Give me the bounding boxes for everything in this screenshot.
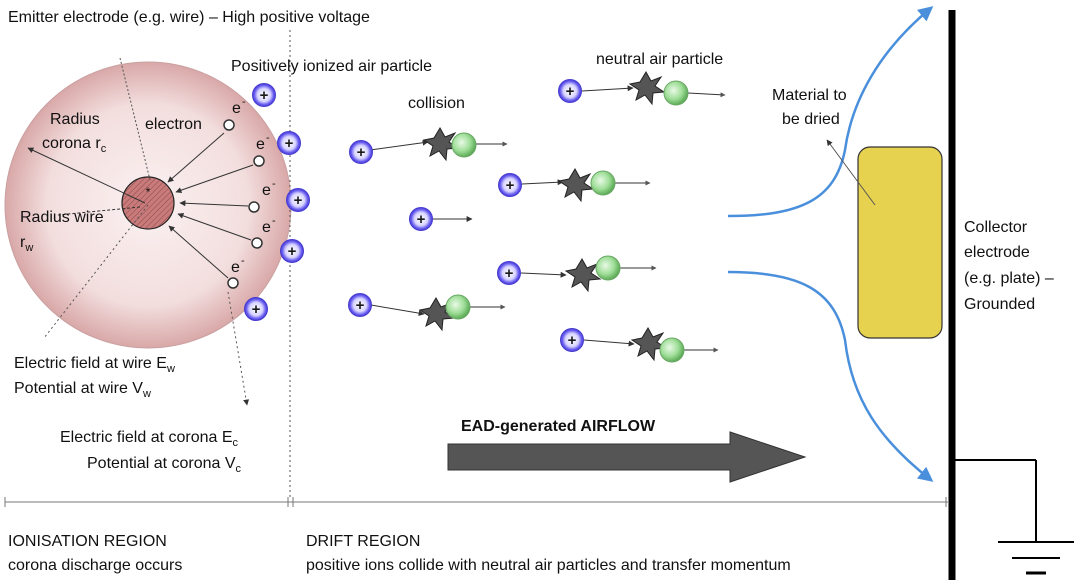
electron-2-symbol: e [256,136,265,153]
ion-2: + [277,131,301,155]
neutral-particle-5 [659,337,685,363]
ionized-particle-label: Positively ionized air particle [231,58,432,75]
electron-1: e - [167,96,246,183]
svg-text:+: + [357,144,366,161]
electron-4-symbol: e [262,219,271,236]
svg-text:+: + [568,332,577,349]
ion-11: + [560,328,584,352]
radius-corona-label-2: corona rc [42,135,107,155]
streamline-lower [727,270,934,482]
emitter-pointer-line [119,57,151,181]
ground-symbol-icon [998,541,1074,575]
electron-5-symbol: e [231,259,240,276]
collision-star-1 [422,127,460,162]
neutral-particle-label: neutral air particle [596,51,723,68]
potential-wire-label: Potential at wire Vw [14,380,151,400]
neutral-particle-6 [663,80,689,106]
ion-6: + [349,140,373,164]
collector-label-1: Collector [964,219,1028,236]
collector-label-3: (e.g. plate) – [964,270,1054,287]
emitter-label: Emitter electrode (e.g. wire) – High pos… [8,9,370,26]
neutral-particle-3 [595,255,621,281]
potential-corona-label: Potential at corona Vc [87,455,242,475]
ion-4: + [280,239,304,263]
collision-stars [418,71,668,362]
material-label-line-2: be dried [782,111,840,128]
material-block [826,139,943,339]
radius-corona-label-1: Radius [50,111,100,128]
field-wire-pointer-line [43,204,149,339]
electron-3-sup: - [272,178,276,190]
svg-text:+: + [506,177,515,194]
drift-region-title: DRIFT REGION [306,533,420,550]
ionisation-region-title: IONISATION REGION [8,533,167,550]
svg-text:+: + [294,192,303,209]
electron-label: electron [145,116,202,133]
electron-4: e - [177,212,276,249]
radius-wire-label-1: Radius wire [20,209,104,226]
electron-3-symbol: e [262,182,271,199]
streamline-upper [727,6,934,218]
ion-10: + [348,293,372,317]
airflow-streamlines [727,6,934,482]
annotation-lines [27,30,291,500]
electron-5-sup: - [241,255,245,267]
drift-arrows [369,85,726,353]
ion-3: + [286,188,310,212]
collector-electrode [948,10,1037,580]
positive-ions: + + + + + + + + + + + + [244,79,584,352]
svg-text:+: + [288,243,297,260]
electron-2-sup: - [266,132,270,144]
electron-3: e - [179,178,276,213]
neutral-particles [445,80,689,363]
material-label-line-1: Material to [772,87,847,104]
electron-2: e - [175,132,270,194]
svg-text:+: + [285,135,294,152]
collision-star-6 [628,71,666,106]
neutral-particle-4 [445,294,471,320]
neutral-particle-2 [590,170,616,196]
radius-wire-label-2: rw [20,234,33,254]
electrons: e - e - e - e - e - [167,96,276,289]
svg-text:+: + [505,265,514,282]
svg-text:+: + [260,87,269,104]
electron-4-sup: - [272,215,276,227]
airflow-arrow [447,431,807,483]
ion-8: + [409,207,433,231]
collision-star-5 [630,327,668,362]
ionisation-region-desc: corona discharge occurs [8,557,182,574]
region-dimension-line [4,497,948,507]
svg-text:+: + [356,297,365,314]
collector-label-4: Grounded [964,296,1035,313]
collision-star-3 [564,258,602,293]
airflow-label: EAD-generated AIRFLOW [461,418,656,435]
collision-label: collision [408,95,465,112]
ion-1: + [252,83,276,107]
field-wire-label: Electric field at wire Ew [14,355,175,375]
svg-text:+: + [417,211,426,228]
wire-center-mark: * [146,185,151,199]
drift-region-desc: positive ions collide with neutral air p… [306,557,791,574]
ion-5: + [244,297,268,321]
ion-7: + [498,173,522,197]
svg-text:+: + [566,83,575,100]
electron-1-sup: - [242,96,246,108]
collector-label-2: electrode [964,244,1030,261]
field-corona-label: Electric field at corona Ec [60,429,239,449]
electron-1-symbol: e [232,100,241,117]
collision-star-2 [557,168,595,203]
neutral-particle-1 [451,132,477,158]
field-corona-pointer-line [227,291,250,406]
wire-radius-line [57,206,141,216]
ion-9: + [497,261,521,285]
electron-5: e - [168,225,245,289]
svg-text:+: + [252,301,261,318]
corona-radius-arrow [27,147,146,204]
ion-12: + [558,79,582,103]
emitter-wire: * [121,176,175,230]
